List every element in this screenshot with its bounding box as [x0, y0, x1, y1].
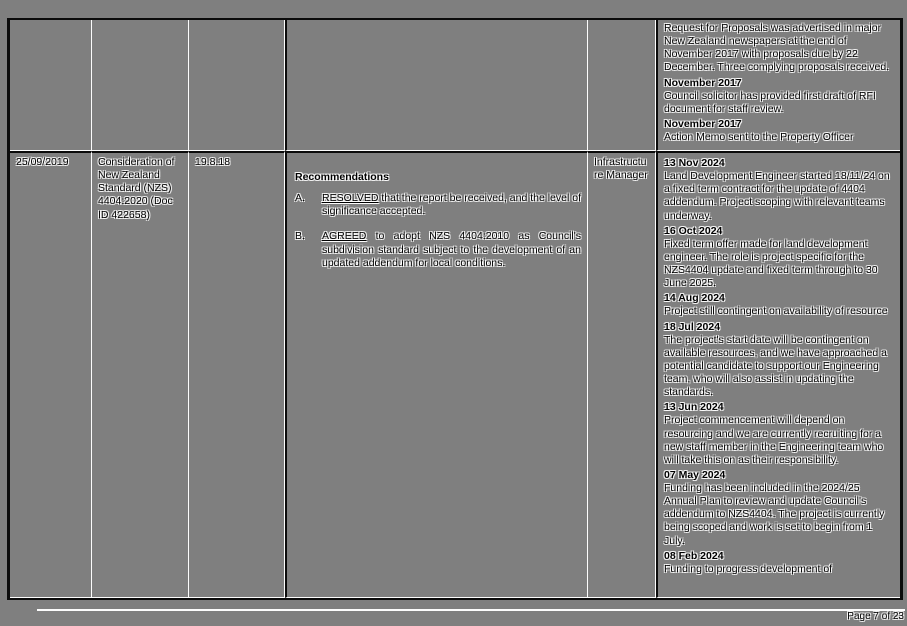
recommendation-letter: B.: [295, 230, 305, 243]
status-update-date: 08 Feb 2024: [664, 549, 724, 562]
resolution-body: to adopt NZS 4404:2010 as Council's subd…: [322, 230, 581, 269]
footer-divider: [37, 609, 905, 611]
resolution-keyword: AGREED: [322, 230, 367, 243]
recommendation-letter: A.: [295, 192, 305, 205]
recommendations-cell: Recommendations A. RESOLVED that the rep…: [285, 151, 588, 598]
status-update-body: Project commencement will depend on reso…: [664, 414, 884, 466]
status-update: November 2017 Action Memo sent to the Pr…: [664, 118, 894, 144]
status-update-body: Funding to progress development of: [664, 562, 833, 575]
status-update-body: Action Memo sent to the Property Officer: [664, 131, 854, 143]
status-update-date: November 2017: [664, 117, 742, 130]
status-updates-cell: 13 Nov 2024 Land Development Engineer st…: [656, 151, 900, 598]
status-update-date: 13 Jun 2024: [664, 401, 724, 414]
status-update-body: Request for Proposals was advertised in …: [664, 22, 890, 74]
status-update-date: 18 Jul 2024: [664, 320, 721, 333]
status-update: 13 Jun 2024 Project commencement will de…: [664, 401, 894, 467]
item-title-cell: [92, 20, 189, 151]
status-update-date: 14 Aug 2024: [664, 292, 725, 305]
page-number-label: Page 7 of 23: [847, 611, 904, 622]
recommendation-text: AGREED to adopt NZS 4404:2010 as Council…: [322, 230, 581, 269]
status-update-body: Land Development Engineer started 18/11/…: [664, 170, 890, 222]
status-update: 16 Oct 2024 Fixed term offer made for la…: [664, 225, 894, 291]
status-update: Request for Proposals was advertised in …: [664, 22, 894, 75]
status-update: 07 May 2024 Funding has been included in…: [664, 469, 894, 548]
status-update-body: Fixed term offer made for land developme…: [664, 237, 878, 290]
status-update: 08 Feb 2024 Funding to progress developm…: [664, 550, 894, 576]
recommendation-item: A. RESOLVED that the report be received,…: [293, 192, 581, 218]
status-update-date: 07 May 2024: [664, 468, 726, 481]
status-update: 18 Jul 2024 The project's start date wil…: [664, 321, 894, 400]
resolution-body: that the report be received, and the lev…: [322, 192, 581, 218]
responsible-officer-cell: Infrastructure Manager: [588, 151, 656, 598]
status-updates-cell: Request for Proposals was advertised in …: [656, 20, 900, 151]
recommendations-cell: [285, 20, 588, 151]
status-update: 13 Nov 2024 Land Development Engineer st…: [664, 157, 894, 223]
recommendation-text: RESOLVED that the report be received, an…: [322, 192, 581, 218]
meeting-date-cell: [10, 20, 92, 151]
action-tracking-table: Request for Proposals was advertised in …: [7, 18, 903, 600]
status-update: November 2017 Council solicitor has prov…: [664, 77, 894, 116]
status-update-date: November 2017: [664, 76, 742, 89]
status-update-body: Funding has been included in the 2024/25…: [664, 482, 885, 547]
status-update: 14 Aug 2024 Project still contingent on …: [664, 292, 894, 318]
item-title-cell: Consideration of New Zealand Standard (N…: [92, 151, 189, 598]
status-update-date: 13 Nov 2024: [664, 157, 725, 169]
status-update-body: The project's start date will be conting…: [664, 333, 887, 399]
item-number-cell: [189, 20, 285, 151]
recommendations-heading: Recommendations: [295, 171, 389, 183]
status-update-body: Project still contingent on availability…: [664, 305, 888, 318]
resolution-keyword: RESOLVED: [322, 192, 379, 205]
meeting-date-cell: 25/09/2019: [10, 151, 92, 598]
recommendation-item: B. AGREED to adopt NZS 4404:2010 as Coun…: [293, 230, 581, 269]
item-number-cell: 19.8.18: [189, 151, 285, 598]
status-update-body: Council solicitor has provided first dra…: [664, 89, 876, 115]
responsible-officer-cell: [588, 20, 656, 151]
status-update-date: 16 Oct 2024: [664, 224, 723, 237]
